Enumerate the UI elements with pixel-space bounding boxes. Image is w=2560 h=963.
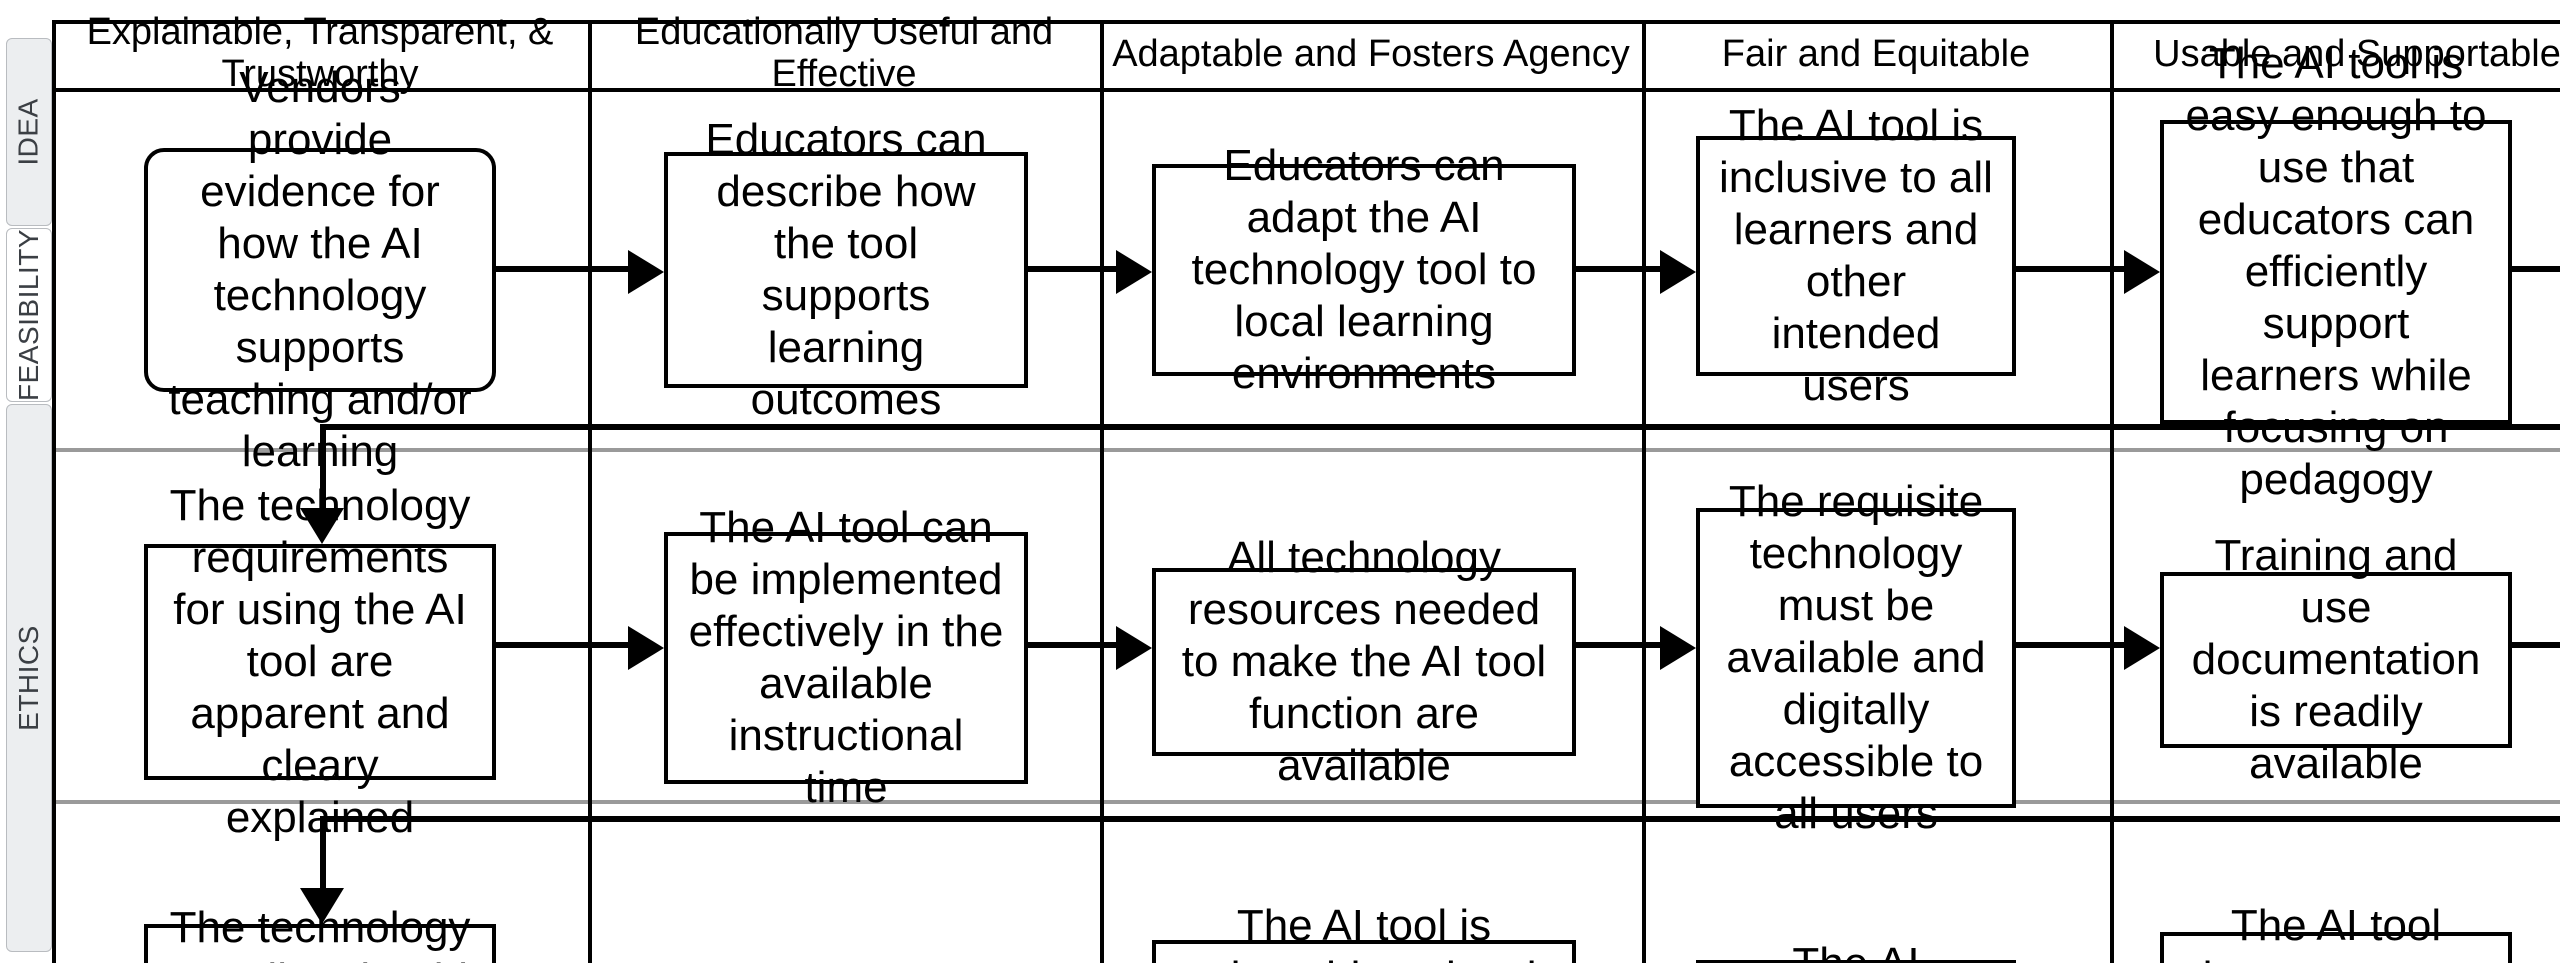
column-header-adaptable: Adaptable and Fosters Agency [1100, 24, 1642, 88]
connector-idea-5 [2512, 266, 2560, 272]
node-idea-fair-text: The AI tool is inclusive to all learners… [1719, 100, 1993, 410]
node-ethics-usable-text: The AI tool does not waste learner or ed… [2188, 900, 2484, 963]
lane-label-ethics: ETHICS [6, 404, 52, 952]
node-feasibility-usable-text: Training and use documentation is readil… [2191, 530, 2481, 788]
node-idea-adaptable[interactable]: Educators can adapt the AI technology to… [1152, 140, 1576, 398]
grid-col-divider-3 [1642, 20, 1646, 963]
node-idea-educational[interactable]: Educators can describe how the tool supp… [664, 114, 1028, 424]
connector-feasibility-3 [1576, 642, 1660, 648]
grid-line-header-bottom [52, 88, 2560, 92]
connector-feasibility-2 [1028, 642, 1116, 648]
node-ethics-explainable-text: The technology supplier should be trustw… [169, 902, 471, 963]
node-feasibility-usable[interactable]: Training and use documentation is readil… [2160, 530, 2512, 788]
grid-col-divider-0 [52, 20, 56, 963]
column-header-explainable-text: Explainable, Transparent, & Trustworthy [86, 12, 554, 96]
grid-line-top [52, 20, 2560, 24]
wrap-feasibility-down-left [320, 816, 326, 896]
arrowhead-idea-2 [1116, 250, 1152, 294]
connector-idea-2 [1028, 266, 1116, 272]
node-ethics-adaptable-text: The AI tool is adaptable to local needs … [1192, 900, 1537, 963]
node-ethics-explainable[interactable]: The technology supplier should be trustw… [144, 902, 496, 963]
connector-feasibility-4 [2016, 642, 2124, 648]
node-idea-educational-text: Educators can describe how the tool supp… [705, 114, 987, 424]
grid-col-divider-1 [588, 20, 592, 963]
node-feasibility-explainable-text: The technology requirements for using th… [169, 480, 471, 841]
node-feasibility-adaptable[interactable]: All technology resources needed to make … [1152, 532, 1576, 790]
node-feasibility-educational-text: The AI tool can be implemented effective… [688, 502, 1004, 812]
connector-feasibility-1 [496, 642, 628, 648]
arrowhead-feasibility-3 [1660, 626, 1696, 670]
arrowhead-idea-1 [628, 250, 664, 294]
column-header-fair-text: Fair and Equitable [1721, 33, 2031, 76]
wrap-feasibility-horizontal [320, 816, 2560, 822]
grid-col-divider-4 [2110, 20, 2114, 963]
lane-label-idea: IDEA [6, 38, 52, 226]
column-header-educational: Educationally Useful and Effective [588, 12, 1100, 95]
column-header-explainable: Explainable, Transparent, & Trustworthy [52, 12, 588, 95]
grid-line-row2-bottom [52, 800, 2560, 804]
column-header-usable-text: Usable and Supportable [2153, 33, 2560, 76]
column-header-usable: Usable and Supportable [2110, 24, 2560, 88]
column-header-educational-text: Educationally Useful and Effective [634, 12, 1054, 96]
arrowhead-idea-3 [1660, 250, 1696, 294]
node-idea-usable[interactable]: The AI tool is easy enough to use that e… [2160, 38, 2512, 504]
arrowhead-feasibility-1 [628, 626, 664, 670]
node-idea-fair[interactable]: The AI tool is inclusive to all learners… [1696, 100, 2016, 410]
arrowhead-wrap-feasibility [300, 888, 344, 924]
node-idea-explainable-text: Vendors provide evidence for how the AI … [168, 62, 472, 475]
node-ethics-fair[interactable]: The AI technology supports all learners … [1696, 938, 2016, 963]
connector-idea-1 [496, 266, 628, 272]
lane-label-idea-text: IDEA [13, 98, 45, 166]
node-ethics-fair-text: The AI technology supports all learners … [1716, 938, 1996, 963]
connector-idea-4 [2016, 266, 2124, 272]
column-header-adaptable-text: Adaptable and Fosters Agency [1112, 33, 1630, 76]
lane-label-feasibility: FEASIBILITY [6, 228, 52, 402]
node-ethics-adaptable[interactable]: The AI tool is adaptable to local needs … [1152, 900, 1576, 963]
wrap-idea-down-left [320, 424, 326, 516]
connector-idea-3 [1576, 266, 1660, 272]
arrowhead-feasibility-4 [2124, 626, 2160, 670]
node-idea-explainable[interactable]: Vendors provide evidence for how the AI … [144, 62, 496, 476]
arrowhead-wrap-idea [300, 508, 344, 544]
lane-label-ethics-text: ETHICS [13, 625, 44, 731]
wrap-idea-horizontal [320, 424, 2560, 430]
connector-feasibility-5 [2512, 642, 2560, 648]
lane-label-feasibility-text: FEASIBILITY [13, 229, 44, 401]
node-feasibility-fair[interactable]: The requisite technology must be availab… [1696, 476, 2016, 838]
node-feasibility-explainable[interactable]: The technology requirements for using th… [144, 480, 496, 842]
grid-col-divider-2 [1100, 20, 1104, 963]
grid-line-row1-bottom [52, 448, 2560, 452]
node-ethics-usable[interactable]: The AI tool does not waste learner or ed… [2160, 900, 2512, 963]
diagram-grid: Explainable, Transparent, & Trustworthy … [52, 8, 2560, 963]
node-feasibility-fair-text: The requisite technology must be availab… [1726, 476, 1986, 838]
node-idea-usable-text: The AI tool is easy enough to use that e… [2185, 38, 2487, 504]
arrowhead-feasibility-2 [1116, 626, 1152, 670]
node-feasibility-adaptable-text: All technology resources needed to make … [1181, 532, 1547, 790]
arrowhead-idea-4 [2124, 250, 2160, 294]
node-idea-adaptable-text: Educators can adapt the AI technology to… [1191, 140, 1537, 398]
column-header-fair: Fair and Equitable [1642, 24, 2110, 88]
node-feasibility-educational[interactable]: The AI tool can be implemented effective… [664, 502, 1028, 812]
